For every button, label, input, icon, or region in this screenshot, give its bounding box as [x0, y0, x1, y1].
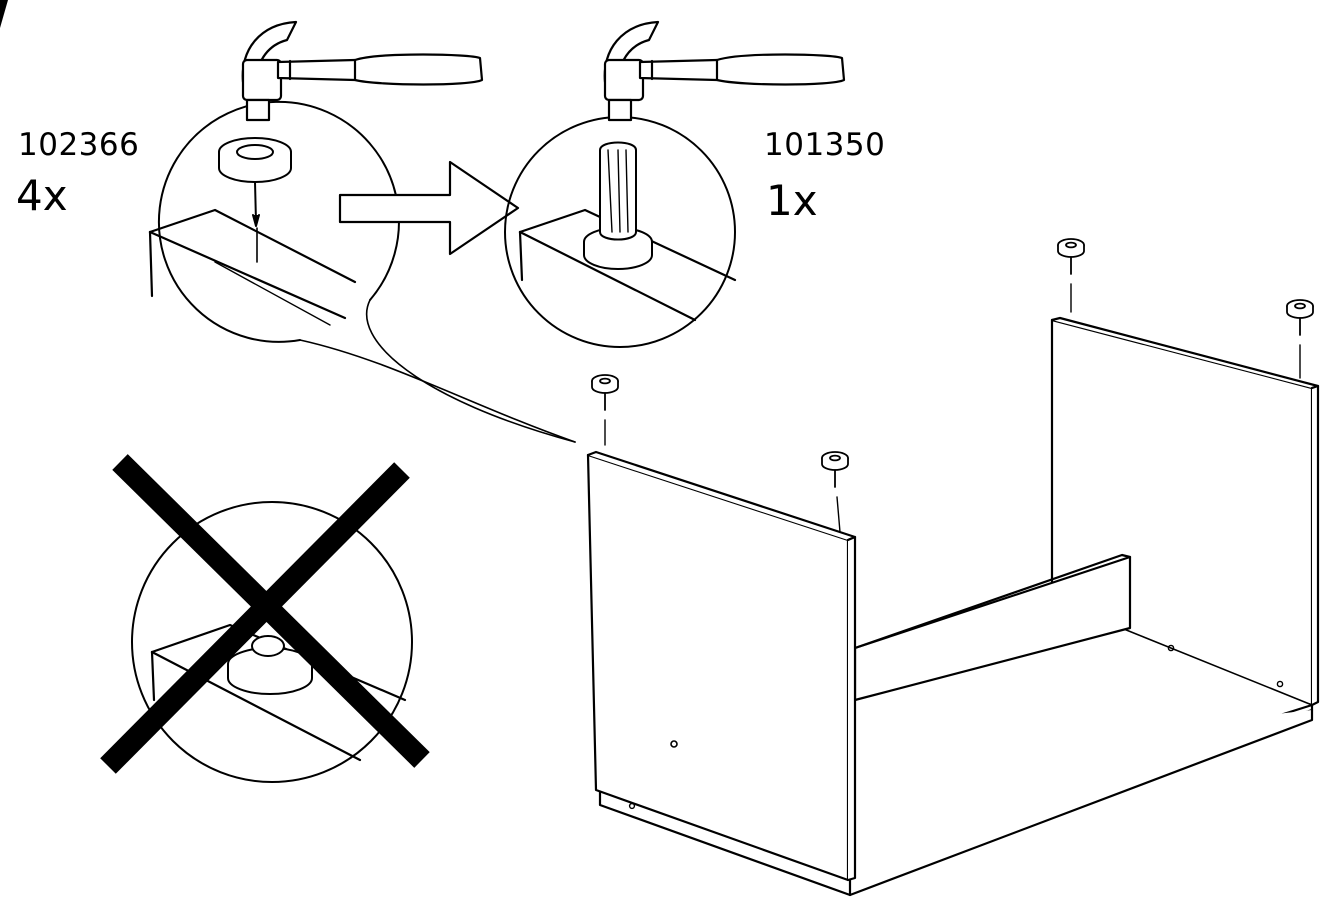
- part-article-number: 102366: [18, 127, 140, 163]
- part-article-number: 101350: [764, 127, 886, 163]
- wrong-x-icon: [100, 454, 430, 774]
- arrow-right-icon: [338, 160, 520, 256]
- nail-glide-icon: [591, 374, 619, 446]
- wrong-example-circle: [131, 501, 413, 783]
- hammer-icon: [603, 20, 846, 122]
- hammer-icon: [241, 20, 484, 122]
- corner-mark: [0, 0, 8, 28]
- nail-glide-icon: [1286, 299, 1314, 379]
- punch-tool-icon: [583, 141, 653, 270]
- nail-glide-icon: [218, 137, 292, 227]
- cabinet-carcass: [586, 316, 1320, 897]
- nail-glide-icon: [821, 451, 849, 533]
- part-quantity: 4x: [16, 171, 68, 220]
- nail-glide-icon: [1057, 238, 1085, 313]
- part-quantity: 1x: [766, 176, 818, 225]
